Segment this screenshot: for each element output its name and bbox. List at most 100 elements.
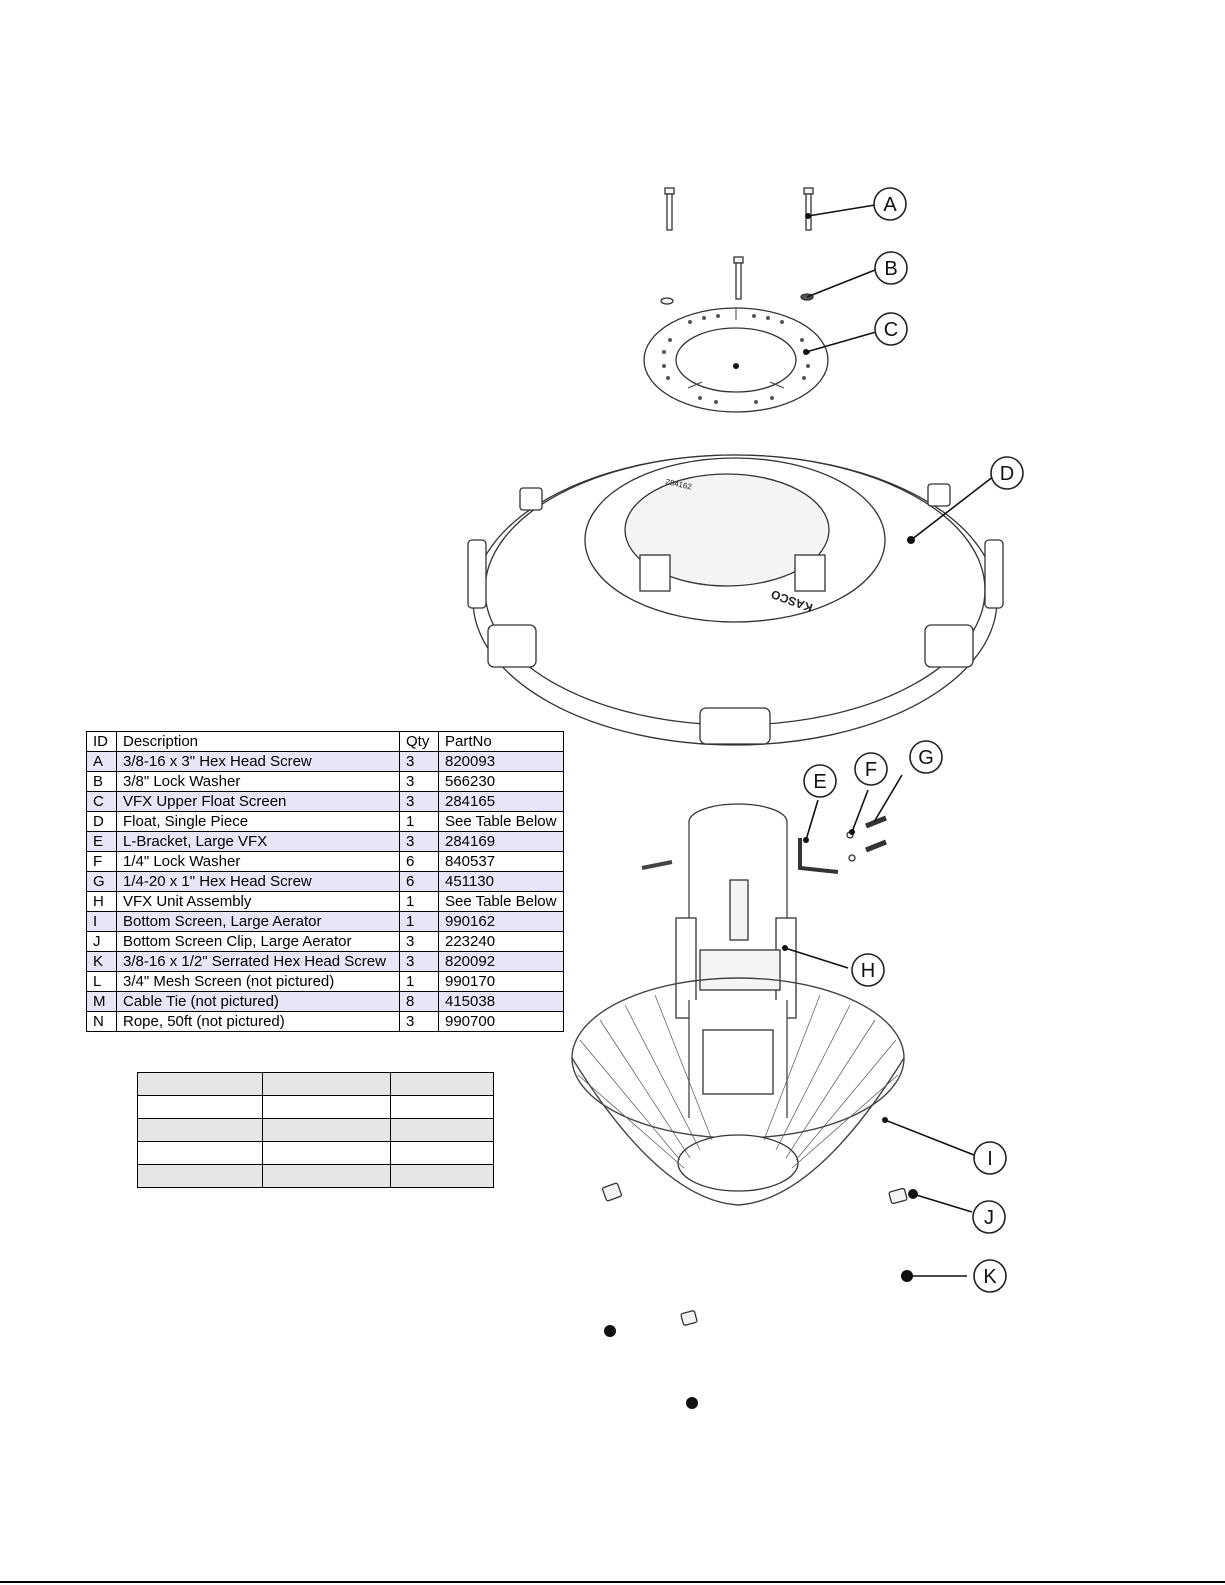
cell-id: M: [86, 991, 117, 1012]
cell-qty: 6: [399, 871, 439, 892]
hex-screw-g: [865, 815, 887, 853]
cell-partno: 223240: [438, 931, 564, 952]
cell-id: N: [86, 1011, 117, 1032]
table-header-row: ID Description Qty PartNo: [86, 731, 564, 752]
table-row: [137, 1141, 494, 1165]
cell-description: 1/4-20 x 1" Hex Head Screw: [116, 871, 400, 892]
lock-washer-f: [846, 831, 856, 862]
table-cell: [390, 1141, 494, 1165]
callout-k: K: [973, 1259, 1007, 1293]
cell-qty: 3: [399, 751, 439, 772]
cell-description: VFX Upper Float Screen: [116, 791, 400, 812]
cell-id: D: [86, 811, 117, 832]
table-row: [137, 1072, 494, 1096]
table-row: [137, 1118, 494, 1142]
cell-description: 1/4" Lock Washer: [116, 851, 400, 872]
cell-partno: 566230: [438, 771, 564, 792]
table-cell: [390, 1164, 494, 1188]
l-bracket-e: [641, 838, 839, 874]
callout-i: I: [973, 1141, 1007, 1175]
cell-id: A: [86, 751, 117, 772]
cell-id: I: [86, 911, 117, 932]
cell-description: 3/8-16 x 1/2" Serrated Hex Head Screw: [116, 951, 400, 972]
cell-description: Bottom Screen Clip, Large Aerator: [116, 931, 400, 952]
table-cell: [262, 1118, 391, 1142]
table-cell: [137, 1141, 263, 1165]
vfx-unit-assembly-h: [675, 803, 797, 1118]
cell-description: Bottom Screen, Large Aerator: [116, 911, 400, 932]
table-cell: [262, 1095, 391, 1119]
callout-c: C: [874, 312, 908, 346]
cell-partno: 415038: [438, 991, 564, 1012]
variant-table: [137, 1072, 494, 1188]
cell-description: Rope, 50ft (not pictured): [116, 1011, 400, 1032]
cell-id: K: [86, 951, 117, 972]
cell-id: C: [86, 791, 117, 812]
cell-partno: 840537: [438, 851, 564, 872]
upper-float-screen-c: [643, 307, 829, 413]
leader-lines: [782, 204, 995, 1277]
cell-id: J: [86, 931, 117, 952]
cell-partno: See Table Below: [438, 811, 564, 832]
callout-e: E: [803, 764, 837, 798]
callout-d-label: D: [1000, 463, 1014, 485]
callout-c-label: C: [884, 319, 898, 341]
cell-partno: 990700: [438, 1011, 564, 1032]
table-cell: [137, 1072, 263, 1096]
callout-i-label: I: [987, 1148, 993, 1170]
callout-b: B: [874, 251, 908, 285]
callout-f: F: [854, 752, 888, 786]
cell-qty: 3: [399, 931, 439, 952]
table-cell: [390, 1118, 494, 1142]
table-cell: [390, 1072, 494, 1096]
table-row: [137, 1095, 494, 1119]
callout-j: J: [972, 1200, 1006, 1234]
cell-qty: 1: [399, 971, 439, 992]
callout-b-label: B: [884, 258, 897, 280]
callout-h: H: [851, 953, 885, 987]
table-cell: [390, 1095, 494, 1119]
callout-g: G: [909, 740, 943, 774]
cell-qty: 3: [399, 951, 439, 972]
callout-j-label: J: [984, 1207, 994, 1229]
cell-partno: 990170: [438, 971, 564, 992]
table-cell: [137, 1095, 263, 1119]
cell-partno: 990162: [438, 911, 564, 932]
callout-k-label: K: [983, 1266, 997, 1288]
cell-description: L-Bracket, Large VFX: [116, 831, 400, 852]
serrated-screws-k: [604, 1189, 918, 1409]
cell-description: 3/4" Mesh Screen (not pictured): [116, 971, 400, 992]
cell-partno: 284165: [438, 791, 564, 812]
table-cell: [262, 1141, 391, 1165]
cell-id: E: [86, 831, 117, 852]
cell-partno: 451130: [438, 871, 564, 892]
table-cell: [262, 1072, 391, 1096]
cell-description: VFX Unit Assembly: [116, 891, 400, 912]
callout-a: A: [873, 187, 907, 221]
cell-partno: See Table Below: [438, 891, 564, 912]
cell-qty: 1: [399, 911, 439, 932]
table-cell: [137, 1164, 263, 1188]
cell-description: 3/8-16 x 3" Hex Head Screw: [116, 751, 400, 772]
header-partno: PartNo: [438, 731, 564, 752]
cell-qty: 1: [399, 811, 439, 832]
table-row: [137, 1164, 494, 1188]
cell-description: Float, Single Piece: [116, 811, 400, 832]
float-d: 284162 KASCO: [467, 454, 1004, 746]
callout-a-label: A: [883, 194, 897, 216]
cell-id: B: [86, 771, 117, 792]
cell-id: F: [86, 851, 117, 872]
header-description: Description: [116, 731, 400, 752]
cell-description: 3/8" Lock Washer: [116, 771, 400, 792]
cell-partno: 820093: [438, 751, 564, 772]
